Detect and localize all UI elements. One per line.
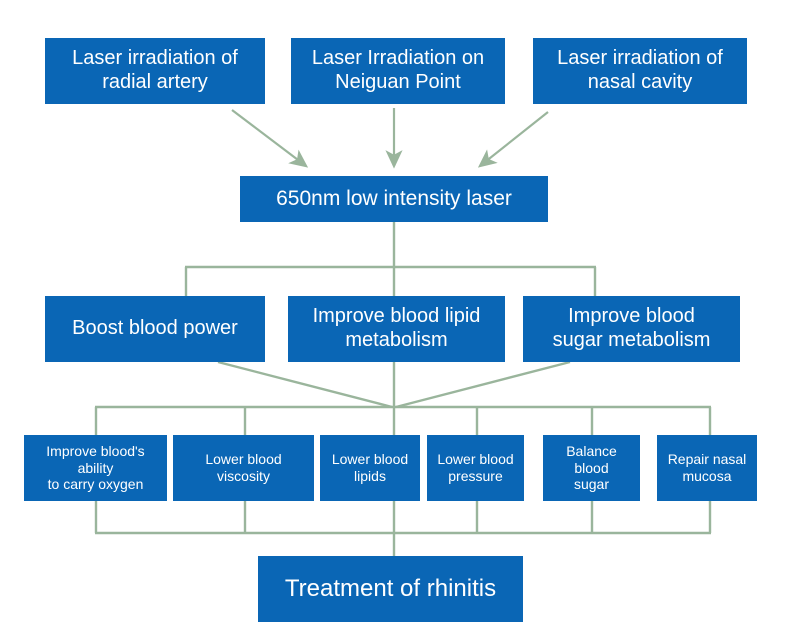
node-outcome-blood-pressure[interactable]: Lower blood pressure [427,435,524,501]
node-label: Boost blood power [72,317,238,340]
node-label: Lower blood viscosity [205,451,282,484]
node-label: Laser irradiation of radial artery [72,47,238,93]
node-label: Laser Irradiation on Neiguan Point [311,47,485,93]
node-label: Laser irradiation of nasal cavity [557,47,723,93]
node-source-neiguan-point[interactable]: Laser Irradiation on Neiguan Point [291,38,505,104]
node-outcome-balance-blood-sugar[interactable]: Balance blood sugar [543,435,640,501]
node-core-laser[interactable]: 650nm low intensity laser [240,176,548,222]
node-label: Repair nasal mucosa [667,451,747,484]
arrow-nasal-to-core [477,111,549,168]
bracket-core-to-effects [184,222,597,296]
arrow-radial-to-core [231,109,309,168]
node-label: Balance blood sugar [566,443,617,493]
node-effect-blood-lipid-metabolism[interactable]: Improve blood lipid metabolism [288,296,505,362]
node-outcome-carry-oxygen[interactable]: Improve blood's ability to carry oxygen [24,435,167,501]
node-effect-blood-sugar-metabolism[interactable]: Improve blood sugar metabolism [523,296,740,362]
node-effect-boost-blood-power[interactable]: Boost blood power [45,296,265,362]
node-label: Improve blood sugar metabolism [552,305,711,351]
node-final-treatment-rhinitis[interactable]: Treatment of rhinitis [258,556,523,622]
node-outcome-blood-lipids[interactable]: Lower blood lipids [320,435,420,501]
node-label: Lower blood pressure [437,451,514,484]
node-source-nasal-cavity[interactable]: Laser irradiation of nasal cavity [533,38,747,104]
bracket-effects-to-outcomes [94,360,712,435]
node-label: Treatment of rhinitis [284,574,497,602]
node-label: Lower blood lipids [331,451,409,484]
node-outcome-repair-nasal-mucosa[interactable]: Repair nasal mucosa [657,435,757,501]
node-outcome-blood-viscosity[interactable]: Lower blood viscosity [173,435,314,501]
bracket-outcomes-to-final [94,501,712,556]
node-label: Improve blood lipid metabolism [312,305,481,351]
node-label: Improve blood's ability to carry oxygen [46,443,145,493]
node-label: 650nm low intensity laser [276,186,512,210]
node-source-radial-artery[interactable]: Laser irradiation of radial artery [45,38,265,104]
